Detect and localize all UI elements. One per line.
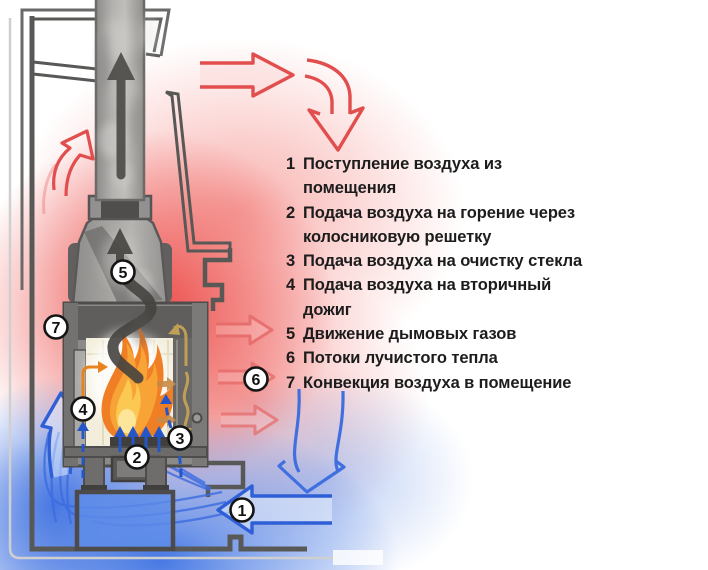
- legend-item-text: Подача воздуха на очистку стекла: [303, 252, 583, 271]
- combustion-air-arrows: [77, 394, 183, 478]
- marker-number: 3: [176, 431, 185, 448]
- smoke-flow-arrows: [107, 52, 157, 384]
- marker-number: 4: [79, 402, 88, 419]
- marker-number: 2: [133, 450, 142, 467]
- glass-air-arrow: [81, 361, 108, 424]
- marker-5: 5: [110, 259, 136, 285]
- legend-item-number: 5: [286, 325, 296, 344]
- legend-item-number: 3: [286, 252, 296, 271]
- right-wall-steps: [202, 248, 233, 311]
- marker-7: 7: [43, 314, 69, 340]
- inner-wall-line: [29, 16, 307, 552]
- door-hinge-knob: [191, 412, 203, 424]
- grate-air-arrows: [114, 426, 165, 452]
- legend-item-number: 2: [286, 203, 296, 222]
- room-air-curved-arrow: [277, 388, 346, 494]
- convection-up-left-arrow: [42, 129, 95, 215]
- right-wall-bar: [165, 90, 232, 253]
- legend-item-number: 1: [286, 155, 296, 173]
- marker-number: 7: [52, 320, 61, 337]
- legend-item: 5 Движение дымовых газов: [286, 322, 626, 346]
- legend-item-number: 7: [286, 373, 296, 392]
- legend-item-text: Конвекция воздуха в помещение: [303, 373, 572, 392]
- hood-front-bottom: [32, 60, 98, 83]
- stove-leg-right: [145, 456, 167, 488]
- legend-item: 3 Подача воздуха на очистку стекла: [286, 249, 626, 273]
- marker-2: 2: [124, 444, 150, 470]
- hot-air-right-arrow: [200, 52, 295, 98]
- pedestal: [74, 489, 176, 552]
- flue-collar-opening: [101, 198, 139, 218]
- marker-1: 1: [229, 497, 255, 523]
- legend-item-text: Потоки лучистого тепла: [303, 349, 498, 368]
- marker-4: 4: [70, 396, 96, 422]
- legend-item: 7 Конвекция воздуха в помещение: [286, 371, 626, 395]
- legend-item-number: 4: [286, 276, 296, 295]
- marker-3: 3: [167, 425, 193, 451]
- picture-frame-border: [8, 18, 342, 560]
- grate: [110, 437, 174, 447]
- outer-wall-line: [20, 8, 171, 290]
- marker-number: 1: [238, 503, 247, 520]
- chimney: [94, 0, 158, 202]
- marker-number: 5: [119, 265, 128, 282]
- firebox-right-wall: [192, 303, 207, 466]
- legend-item-number: 6: [286, 349, 296, 368]
- hot-air-curved-down-arrow: [304, 58, 365, 152]
- marker-6: 6: [243, 366, 269, 392]
- legend-item-text: Движение дымовых газов: [303, 325, 517, 344]
- markers: 1 2 3 4 5 6 7: [43, 259, 269, 523]
- flame: [101, 325, 175, 443]
- marker-number: 6: [252, 372, 261, 389]
- stove-leg-left: [83, 456, 105, 488]
- legend-item: 6 Потоки лучистого тепла: [286, 346, 626, 370]
